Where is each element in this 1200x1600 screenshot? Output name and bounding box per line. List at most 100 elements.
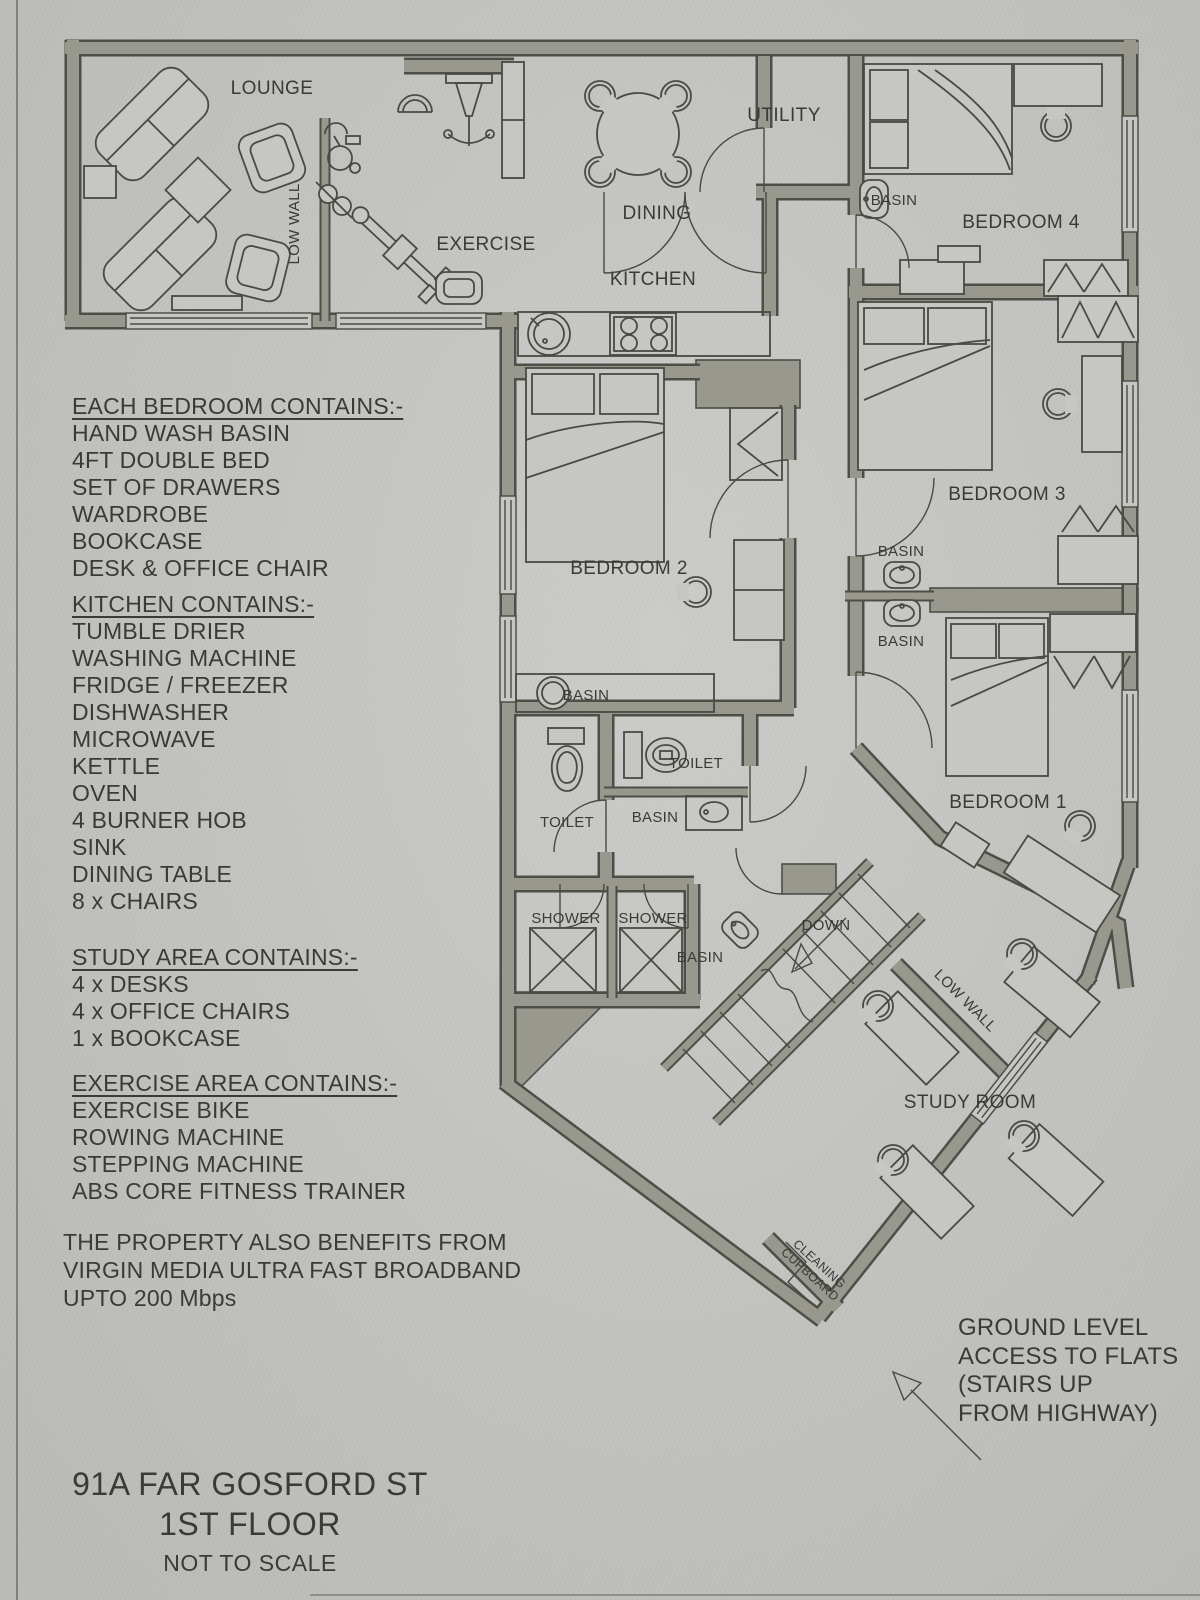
dining-label: DINING — [623, 203, 692, 224]
window-lounge-left — [125, 312, 313, 330]
wardrobe — [733, 539, 785, 641]
basin-label: BASIN — [878, 543, 925, 560]
list-item: WASHING MACHINE — [72, 645, 297, 671]
desk — [1013, 63, 1103, 107]
abs-trainer — [435, 271, 483, 305]
window-bedroom4 — [1121, 115, 1139, 233]
bedroom-contents-list: EACH BEDROOM CONTAINS:- HAND WASH BASIN … — [72, 393, 403, 582]
list-heading: EACH BEDROOM CONTAINS:- — [72, 393, 404, 419]
study-contents-list: STUDY AREA CONTAINS:- 4 x DESKS 4 x OFFI… — [72, 944, 358, 1052]
desk-chair — [1002, 938, 1038, 975]
desk — [1007, 1122, 1105, 1218]
cleaning-cupboard-door — [785, 1241, 811, 1303]
desk-chair — [873, 1144, 909, 1180]
toilet — [547, 727, 585, 792]
plan-labels: LOUNGE EXERCISE DINING KITCHEN UTILITY B… — [231, 78, 1080, 1304]
bed-bedroom1 — [945, 617, 1049, 777]
wardrobe — [729, 407, 783, 481]
kitchen-counter — [517, 311, 771, 357]
scan-edge-line — [16, 0, 18, 1600]
basin — [883, 599, 921, 627]
bed-bedroom2 — [525, 367, 665, 563]
armchair — [237, 122, 307, 194]
note-line: UPTO 200 Mbps — [63, 1285, 237, 1311]
list-item: STEPPING MACHINE — [72, 1151, 304, 1177]
window-bedroom2-upper — [499, 495, 517, 595]
wall-block-bed3-bed1-divider — [929, 587, 1139, 613]
list-heading: EXERCISE AREA CONTAINS:- — [72, 1070, 398, 1096]
bed-bedroom3 — [857, 301, 993, 471]
armchair — [225, 233, 291, 303]
bathroom-fixtures — [529, 727, 759, 993]
note-line: ACCESS TO FLATS — [958, 1342, 1179, 1370]
exercise-label: EXERCISE — [436, 234, 535, 255]
window-bedroom3 — [1121, 380, 1139, 508]
broadband-note: THE PROPERTY ALSO BENEFITS FROM VIRGIN M… — [63, 1228, 521, 1312]
list-item: OVEN — [72, 780, 138, 806]
list-item: FRIDGE / FREEZER — [72, 672, 289, 698]
utility-label: UTILITY — [747, 105, 821, 126]
list-item: 8 x CHAIRS — [72, 888, 198, 914]
kitchen-contents-list: KITCHEN CONTAINS:- TUMBLE DRIER WASHING … — [72, 591, 314, 915]
list-item: BOOKCASE — [72, 528, 203, 554]
list-item: 4 x OFFICE CHAIRS — [72, 998, 291, 1024]
list-heading: STUDY AREA CONTAINS:- — [72, 944, 358, 970]
bedroom4-label: BEDROOM 4 — [962, 212, 1080, 233]
abs-core-trainer-arc — [397, 94, 433, 113]
desk-chair — [1004, 1120, 1040, 1157]
exercise-bike — [324, 122, 361, 174]
bedroom3-furniture — [857, 295, 1139, 627]
basin — [685, 795, 743, 831]
list-item: ABS CORE FITNESS TRAINER — [72, 1178, 407, 1204]
scan-bottom-line — [310, 1594, 1200, 1596]
study-furniture — [785, 938, 1105, 1303]
note-line: GROUND LEVEL — [958, 1314, 1149, 1341]
lounge-label: LOUNGE — [231, 78, 314, 99]
title-block: 91A FAR GOSFORD ST 1ST FLOOR NOT TO SCAL… — [60, 1464, 440, 1577]
list-item: HAND WASH BASIN — [72, 420, 291, 446]
list-item: DINING TABLE — [72, 861, 233, 887]
desk-chair — [1042, 388, 1077, 420]
list-item: 4FT DOUBLE BED — [72, 447, 270, 473]
desk — [1081, 355, 1123, 453]
note-line: (STAIRS UP — [958, 1371, 1093, 1398]
wardrobe — [1049, 613, 1137, 690]
sofa — [94, 66, 210, 182]
list-item: DISHWASHER — [72, 699, 230, 725]
exercise-equipment — [315, 61, 525, 305]
shelf-unit — [501, 61, 525, 179]
drawers — [939, 821, 991, 869]
desk — [1002, 834, 1122, 934]
bedroom1-furniture — [939, 613, 1137, 934]
toilet-label: TOILET — [540, 814, 594, 831]
door-arcs — [553, 127, 935, 929]
side-table — [83, 165, 117, 199]
list-item: KETTLE — [72, 753, 161, 779]
down-arrow — [790, 917, 847, 974]
desk-chair — [677, 576, 712, 608]
toilet — [623, 731, 687, 779]
desk — [879, 1144, 975, 1240]
bedroom2-label: BEDROOM 2 — [570, 558, 688, 579]
wardrobe — [1057, 504, 1139, 585]
note-line: THE PROPERTY ALSO BENEFITS FROM — [63, 1229, 507, 1255]
list-item: TUMBLE DRIER — [72, 618, 246, 644]
bed-bedroom4 — [863, 63, 1013, 175]
toilet-label: TOILET — [669, 755, 723, 772]
list-item: 4 x DESKS — [72, 971, 189, 997]
kitchen-label: KITCHEN — [610, 269, 696, 290]
dining-chair — [584, 80, 621, 116]
multigym — [443, 73, 495, 146]
hob-4-burner — [609, 312, 677, 356]
dining-chair — [656, 152, 692, 188]
desk-chair — [858, 990, 894, 1026]
scale-note: NOT TO SCALE — [163, 1550, 337, 1576]
windows — [125, 115, 1139, 1125]
bedroom2-furniture — [515, 367, 785, 713]
basin-label: BASIN — [563, 687, 610, 704]
shower-label: SHOWER — [531, 910, 600, 927]
drawers — [937, 245, 981, 263]
shower-label: SHOWER — [618, 910, 687, 927]
desk-chair — [1062, 810, 1096, 847]
drawers — [899, 259, 965, 295]
